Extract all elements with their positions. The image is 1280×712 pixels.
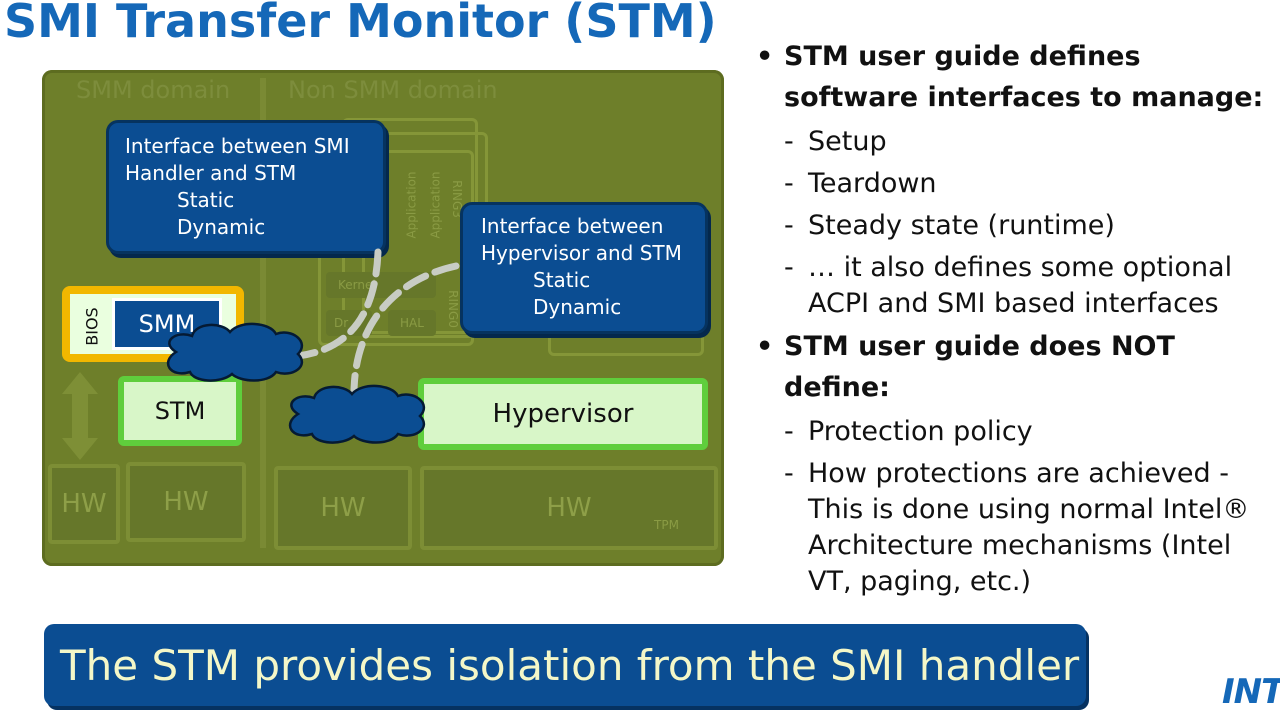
callout-smi-line2: Handler and STM [125, 161, 297, 185]
callout-smi-line1: Interface between SMI [125, 134, 350, 158]
bullet-sub-teardown: Teardown [756, 166, 1280, 202]
stm-box: STM [118, 376, 242, 446]
bullet-sub-how-protections: How protections are achieved - This is d… [756, 456, 1280, 600]
bullet-sub-steady-state: Steady state (runtime) [756, 208, 1280, 244]
bullet-sub-protection-policy: Protection policy [756, 414, 1280, 450]
callout-smi-interface: Interface between SMI Handler and STM St… [106, 120, 386, 254]
domain-divider [260, 78, 266, 548]
callout-hv-static: Static [533, 268, 591, 292]
smm-domain-label: SMM domain [76, 76, 231, 104]
bullet-sub-setup: Setup [756, 124, 1280, 160]
hw-box-4: HW [420, 466, 718, 550]
callout-smi-dynamic: Dynamic [177, 215, 266, 239]
double-arrow-icon [62, 372, 98, 460]
hw-box-1: HW [48, 464, 120, 544]
footer-text: The STM provides isolation from the SMI … [60, 640, 1080, 690]
hw-box-3: HW [274, 466, 412, 550]
ghost-application-1: Application [404, 171, 419, 239]
slide-title: SMI Transfer Monitor (STM) [4, 0, 717, 48]
bios-label: BIOS [82, 306, 102, 346]
hypervisor-box: Hypervisor [418, 378, 708, 450]
bullet-main-1: STM user guide defines software interfac… [756, 36, 1280, 118]
ghost-driver-box [326, 310, 372, 336]
smm-box: SMM [112, 298, 222, 350]
bullet-list: STM user guide defines software interfac… [756, 36, 1280, 600]
callout-hv-line1: Interface between [481, 214, 664, 238]
tpm-label: TPM [654, 518, 679, 532]
bullet-sub-optional: … it also defines some optional ACPI and… [756, 250, 1280, 322]
ghost-application-2: Application [428, 171, 443, 239]
intel-logo: INT [1222, 672, 1280, 712]
callout-smi-static: Static [177, 188, 235, 212]
callout-hv-line2: Hypervisor and STM [481, 241, 682, 265]
callout-hypervisor-interface: Interface between Hypervisor and STM Sta… [460, 202, 708, 334]
non-smm-domain-label: Non SMM domain [288, 76, 498, 104]
ghost-kernel: Kernel [338, 278, 376, 292]
hw-box-2: HW [126, 462, 246, 542]
ghost-driver: Dr [334, 316, 349, 330]
bullet-main-2: STM user guide does NOT define: [756, 326, 1280, 408]
callout-hv-dynamic: Dynamic [533, 295, 622, 319]
footer-banner: The STM provides isolation from the SMI … [44, 624, 1086, 706]
ghost-hal: HAL [400, 316, 424, 330]
ghost-ring0: RING0 [445, 290, 460, 328]
